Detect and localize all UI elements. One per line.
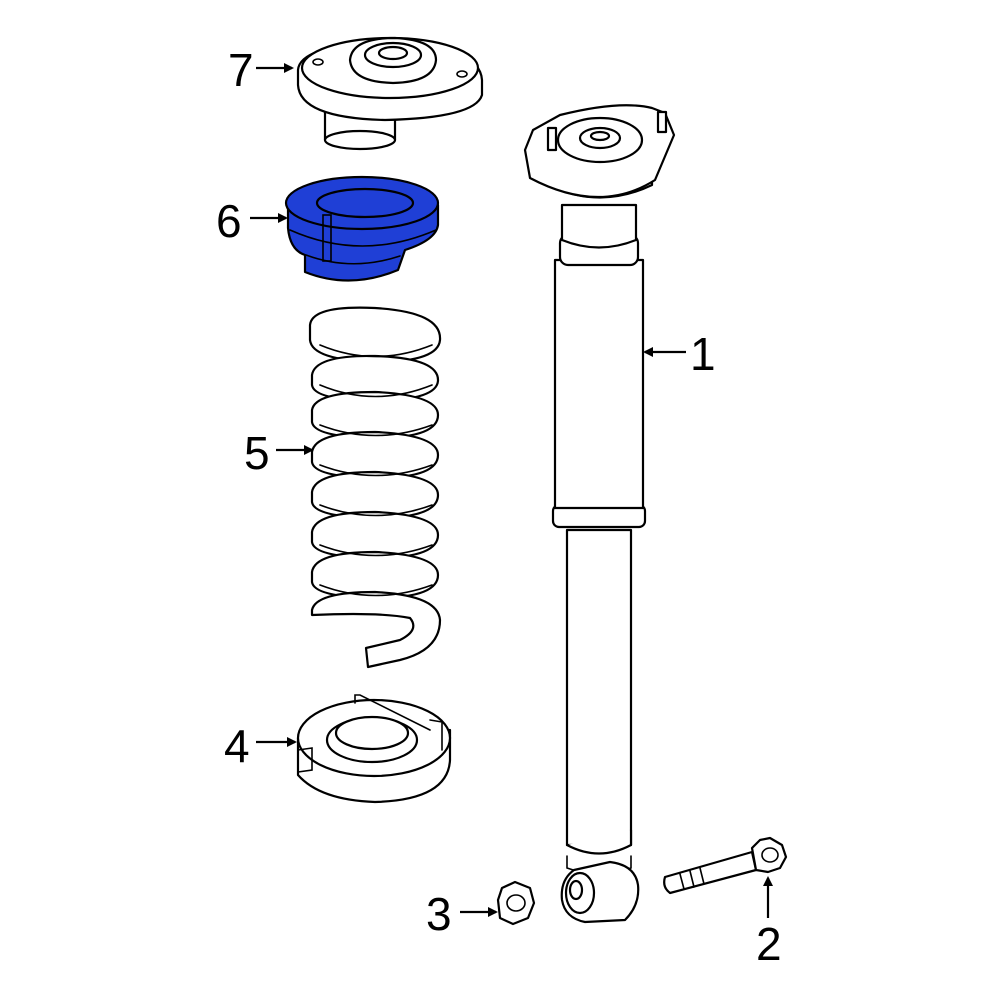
callout-4: 4 [224, 720, 250, 772]
coil-spring-part[interactable] [308, 306, 442, 669]
upper-spring-insulator-part[interactable] [284, 175, 440, 282]
callout-5: 5 [244, 427, 270, 479]
callout-2: 2 [756, 918, 782, 970]
callout-1: 1 [690, 328, 716, 380]
nut-part[interactable] [496, 880, 536, 926]
lower-spring-seat-part[interactable] [296, 694, 452, 804]
callout-3: 3 [426, 888, 452, 940]
callout-6: 6 [216, 195, 242, 247]
bolt-part[interactable] [663, 836, 788, 895]
upper-mount-part[interactable] [296, 36, 484, 151]
shock-absorber-part[interactable] [523, 104, 676, 924]
callout-7: 7 [228, 44, 254, 96]
